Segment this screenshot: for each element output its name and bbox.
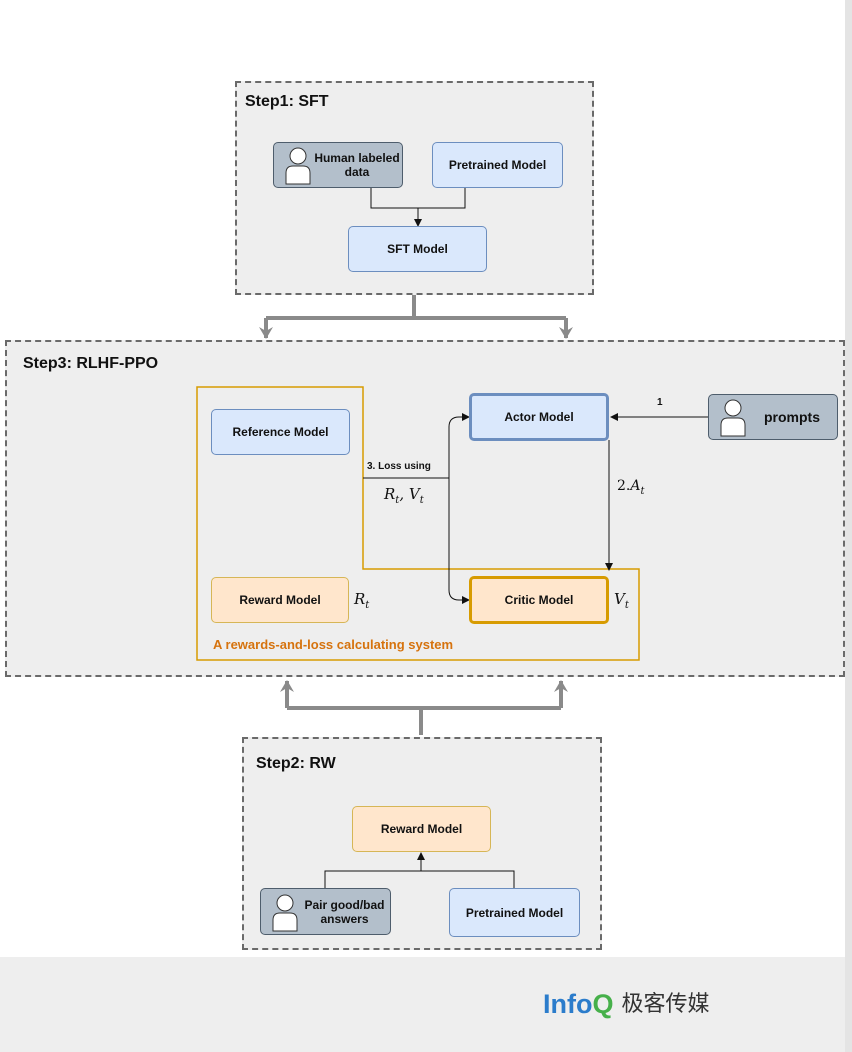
loss-label: 3. Loss using (367, 461, 431, 472)
step3-container: Step3: RLHF-PPO (5, 340, 845, 677)
infoq-logo[interactable]: InfoQ 极客传媒 (543, 986, 710, 1020)
loss-vars-label: Rt, Vt (384, 485, 424, 506)
person-icon (272, 894, 298, 931)
scrollbar[interactable] (845, 0, 852, 1052)
arrow1-label: 1 (657, 397, 663, 408)
critic-model-box: Critic Model (469, 576, 609, 624)
merge-line-step1 (370, 188, 466, 209)
reward-model-box-step3: Reward Model (211, 577, 349, 623)
rt-label: Rt (354, 590, 370, 611)
person-icon (285, 147, 311, 185)
pretrained-model-box-step2: Pretrained Model (449, 888, 580, 937)
arrow2-label: 2.At (617, 478, 645, 497)
rewards-loss-system-caption: A rewards-and-loss calculating system (213, 637, 454, 652)
prompts-box: prompts (708, 394, 838, 440)
rewards-loss-system-outline (196, 386, 640, 661)
sft-model-box: SFT Model (348, 226, 487, 272)
pair-answers-box: Pair good/bad answers (260, 888, 391, 935)
human-labeled-data-box: Human labeled data (273, 142, 403, 188)
vt-label: Vt (614, 590, 629, 611)
loss-to-actor (448, 413, 470, 478)
loss-to-critic (448, 478, 470, 604)
brand-cn: 极客传媒 (621, 991, 710, 1016)
step2-title: Step2: RW (256, 755, 336, 772)
prompts-label: prompts (764, 409, 820, 425)
reference-model-box: Reference Model (211, 409, 350, 455)
pair-answers-label: Pair good/bad answers (304, 897, 385, 926)
merge-line-step2 (324, 870, 515, 888)
human-labeled-data-label: Human labeled data (314, 151, 400, 179)
person-icon (720, 399, 746, 437)
brand-prefix: Info (543, 989, 593, 1019)
actor-model-box: Actor Model (469, 393, 609, 441)
footer (0, 957, 845, 1052)
brand-q: Q (592, 989, 614, 1019)
step1-title: Step1: SFT (245, 93, 329, 110)
reward-model-box-step2: Reward Model (352, 806, 491, 852)
pretrained-model-box-step1: Pretrained Model (432, 142, 563, 188)
step3-title: Step3: RLHF-PPO (23, 355, 159, 372)
